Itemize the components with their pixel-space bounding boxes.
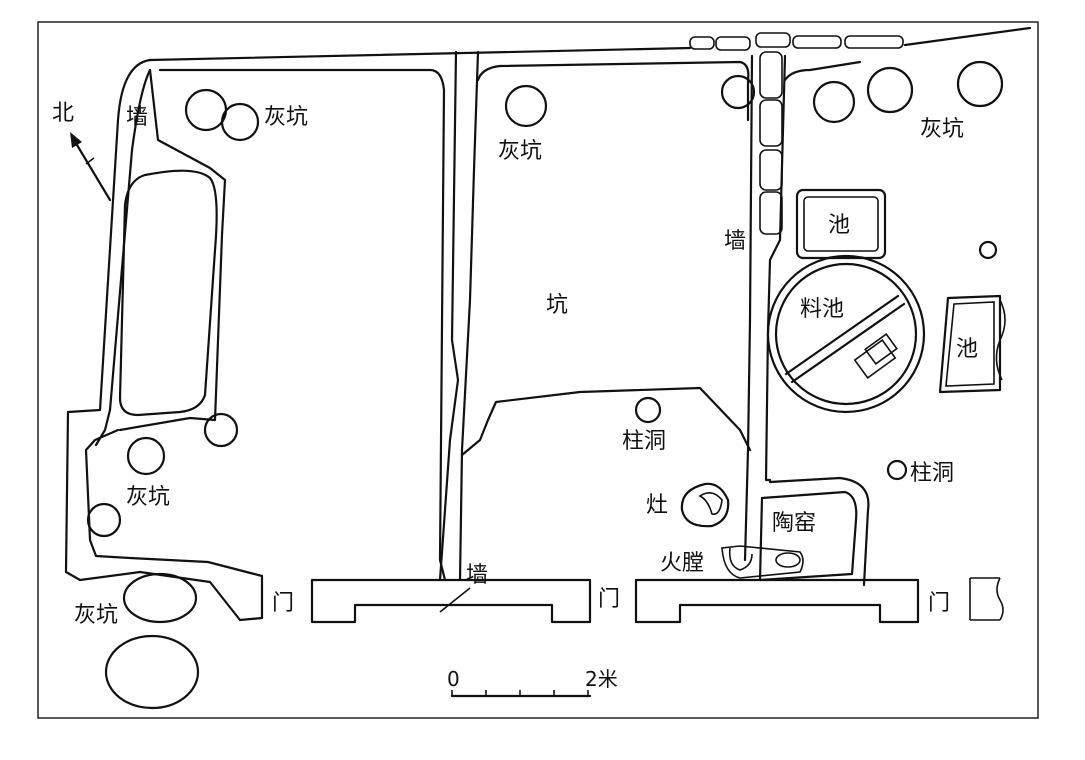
top-stones: [689, 32, 904, 51]
bottom-wall-break: [996, 577, 1004, 621]
top-boundary-line: [148, 26, 1032, 62]
ash-pit-label-mid-left: 灰坑: [126, 485, 170, 510]
stove-label: 灶: [646, 493, 668, 518]
stone-column: [759, 51, 783, 235]
kiln: [721, 476, 870, 587]
wall-label-right: 墙: [724, 229, 746, 254]
north-label: 北: [52, 101, 74, 126]
left-oval-pit: [118, 169, 218, 417]
pool-top: [795, 188, 887, 260]
pool-label-top: 池: [828, 213, 850, 238]
wall-label-bottom: 墙: [466, 563, 488, 588]
pool-label-right: 池: [956, 337, 978, 362]
ash-pit-label-top-right: 灰坑: [920, 117, 964, 142]
kiln-label: 陶窑: [772, 511, 816, 536]
material-pool: [766, 254, 926, 414]
door-label-1: 门: [272, 591, 294, 616]
pit-label: 坑: [546, 293, 568, 318]
left-room-wall: [158, 68, 447, 582]
ash-pit-label-top-center: 灰坑: [498, 139, 542, 164]
wall-label-left: 墙: [126, 105, 148, 130]
figure-frame: [37, 21, 1039, 719]
ash-pit-label-top-left: 灰坑: [264, 105, 308, 130]
left-wall-inner: [94, 68, 152, 447]
ash-pit-label-bottom-left: 灰坑: [74, 603, 118, 628]
bottom-wall-right: [634, 578, 920, 624]
scale-end-label: 2米: [585, 667, 618, 691]
wall-leader-line: [439, 587, 471, 613]
bottom-wall-far-right: [969, 577, 1000, 621]
right-wall: [743, 54, 787, 562]
left-wall-outer: [64, 58, 264, 622]
left-room-outer: [118, 68, 227, 432]
material-pool-label: 料池: [800, 297, 844, 322]
right-room-top: [783, 60, 862, 82]
north-arrow-icon: [70, 132, 112, 202]
door-label-2: 门: [598, 587, 620, 612]
stove-icon: [680, 482, 730, 528]
posthole-label-center: 柱洞: [622, 429, 666, 454]
bottom-wall-center: [310, 578, 592, 624]
posthole-label-right: 柱洞: [910, 461, 954, 486]
door-label-3: 门: [928, 591, 950, 616]
firebox-label: 火膛: [660, 551, 704, 576]
ash-pits: [86, 60, 1004, 710]
posthole-center: [634, 396, 662, 424]
center-wall: [438, 50, 480, 582]
center-room-outline: [476, 60, 750, 122]
scale-start-label: 0: [447, 667, 460, 691]
posthole-right: [886, 459, 908, 481]
scale-bar: [450, 690, 592, 698]
center-room-floor: [460, 386, 752, 457]
pool-right: [938, 294, 1006, 394]
